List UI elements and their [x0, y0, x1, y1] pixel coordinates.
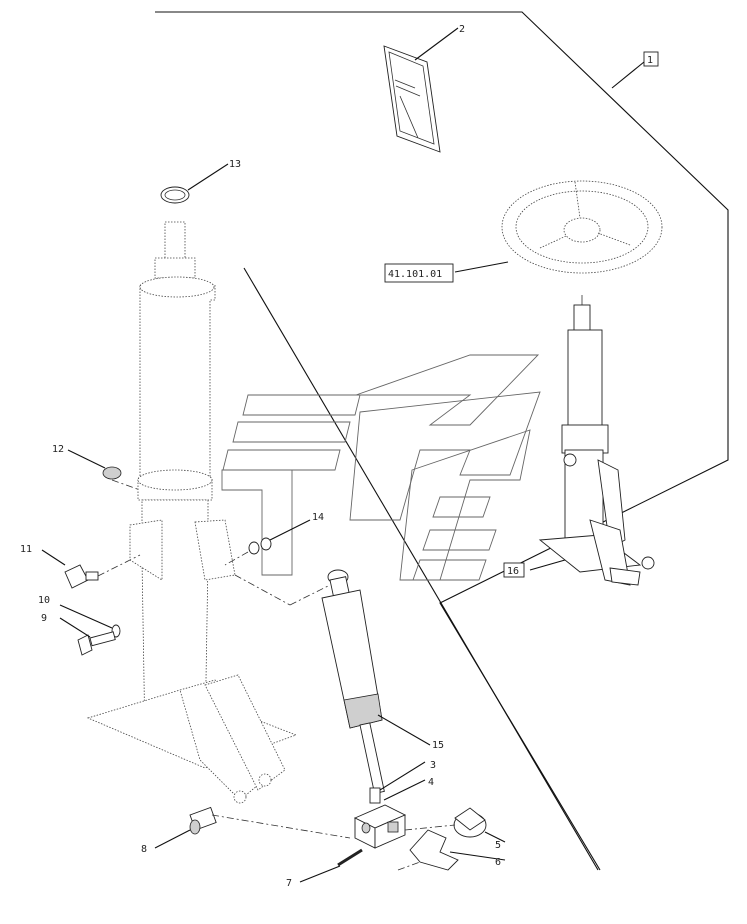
callout-4: 4	[428, 777, 434, 788]
gas-strut	[234, 569, 431, 795]
callout-13: 13	[229, 159, 241, 170]
callout-14: 14	[312, 512, 324, 523]
cap-and-lever	[397, 807, 506, 871]
roll-pin	[299, 848, 363, 883]
callout-6: 6	[495, 857, 501, 868]
callout-15: 15	[432, 740, 444, 751]
callout-11: 11	[20, 544, 32, 555]
callout-box-1	[643, 51, 659, 67]
steering-column-tube	[86, 221, 298, 804]
callout-1: 1	[647, 55, 653, 66]
clevis-block	[353, 804, 407, 849]
callout-box-16	[503, 562, 525, 578]
plug-cap	[67, 449, 141, 491]
callout-16: 16	[507, 566, 519, 577]
watermark-logo	[221, 354, 541, 581]
washer-and-bolt	[59, 604, 121, 656]
callout-3: 3	[430, 760, 436, 771]
callout-labels: 1 2 3 4 5 6 7 8 9 10 11 12 13 14 15 16 4…	[20, 24, 659, 889]
assembled-steering-column	[529, 295, 655, 586]
callout-2: 2	[459, 24, 465, 35]
operator-manual-booklet	[383, 27, 459, 153]
callout-9: 9	[41, 613, 47, 624]
callout-10: 10	[38, 595, 50, 606]
callout-12: 12	[52, 444, 64, 455]
bushing	[154, 806, 351, 849]
callout-ref-41-101-01: 41.101.01	[388, 269, 442, 280]
callout-5: 5	[495, 840, 501, 851]
circlip-ring	[160, 163, 229, 204]
steering-wheel	[454, 180, 663, 274]
pin-clip	[224, 519, 311, 566]
callout-box-ref	[384, 263, 454, 283]
assembly-frame-lines	[155, 11, 729, 871]
callout-8: 8	[141, 844, 147, 855]
callout-7: 7	[286, 878, 292, 889]
rod-end-fitting	[369, 761, 426, 804]
knob-bolt	[41, 549, 141, 589]
